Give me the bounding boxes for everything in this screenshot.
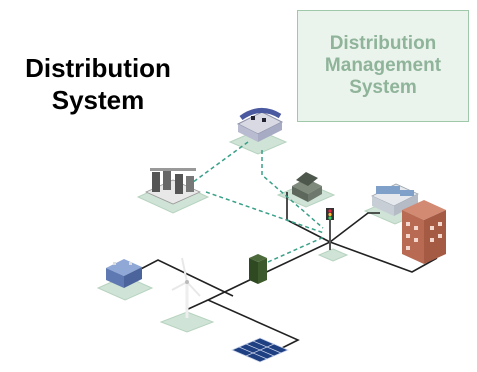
power-line-battery: [134, 259, 234, 297]
title-line-2: System: [51, 85, 145, 115]
page-title: Distribution System: [8, 52, 188, 116]
communication-links: [184, 141, 325, 263]
comm-link-cabinet-to-signal: [267, 236, 325, 263]
factory-icon: [371, 183, 419, 216]
management-box-line-1: Distribution: [329, 33, 437, 54]
power-lines: [134, 192, 438, 352]
comm-link-control-to-substation: [184, 141, 249, 189]
substation-icon: [145, 168, 201, 205]
management-system-box: Distribution Management System: [297, 10, 469, 122]
traffic-signal-icon: [326, 208, 334, 250]
power-line-main-diagonal: [206, 275, 300, 352]
wind-turbine-icon: [171, 257, 201, 318]
management-box-line-3: System: [349, 77, 417, 98]
title-line-1: Distribution: [25, 53, 171, 83]
transformer-cabinet-icon: [249, 254, 267, 284]
tile-traffic-signal: [317, 248, 349, 262]
management-box-line-2: Management: [324, 55, 442, 76]
power-line-pole-to-cabinet: [257, 241, 331, 277]
comm-link-control-to-signal: [261, 150, 324, 229]
battery-storage-icon: [106, 259, 142, 288]
power-line-factory-to-office: [329, 212, 380, 243]
solar-panel-icon: [230, 337, 290, 363]
office-building-icon: [402, 200, 446, 264]
power-line-pole-to-building: [329, 241, 438, 273]
house-icon: [292, 172, 322, 202]
control-center-icon: [236, 108, 284, 142]
tile-wind-turbine: [159, 311, 215, 333]
power-line-turbine: [185, 299, 209, 311]
